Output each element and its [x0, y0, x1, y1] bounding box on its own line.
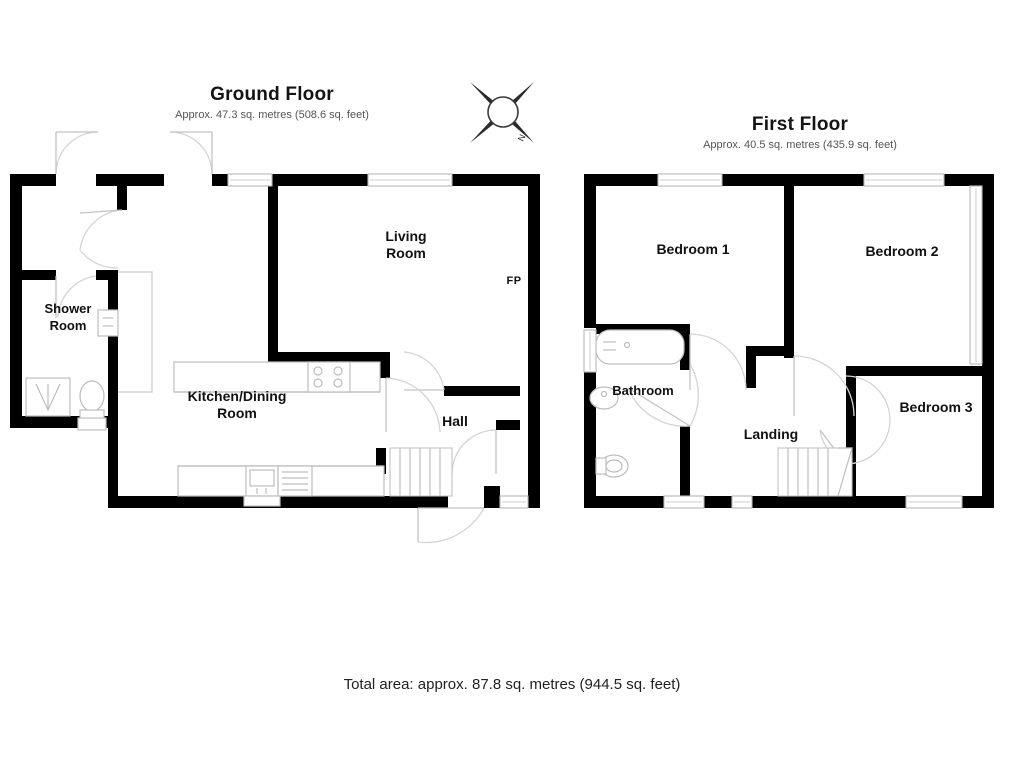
first-window-bedroom2-top	[863, 173, 945, 187]
first-window-bedroom2-right	[969, 185, 983, 365]
first-window-landing-bottom-a	[663, 495, 705, 509]
compass-north-label: N	[516, 133, 528, 143]
first-floor-subtitle: Approx. 40.5 sq. metres (435.9 sq. feet)	[703, 139, 897, 151]
ground-door-hall-lower	[451, 429, 497, 475]
ground-door-living-hall	[403, 351, 445, 391]
toilet-fixture-ground	[77, 380, 107, 431]
ground-floor-title: Ground Floor	[210, 84, 334, 105]
ground-floor-plan	[10, 131, 540, 544]
first-window-bedroom1-top	[657, 173, 723, 187]
ground-door-lobby	[79, 209, 123, 269]
total-area-text: Total area: approx. 87.8 sq. metres (944…	[343, 676, 681, 693]
compass-rose: N	[470, 82, 534, 143]
first-staircase	[777, 447, 853, 497]
ground-door-entry-left	[55, 131, 99, 175]
first-door-bathroom	[689, 333, 747, 391]
kitchen-drainer-fixture	[277, 465, 313, 497]
ground-door-shower-room	[55, 275, 97, 319]
basin-fixture-bathroom	[589, 386, 619, 410]
ground-floor-subtitle: Approx. 47.3 sq. metres (508.6 sq. feet)	[175, 109, 369, 121]
kitchen-hob-fixture	[307, 361, 351, 393]
kitchen-sink-fixture	[243, 465, 281, 507]
ground-floor-title-block: Ground Floor Approx. 47.3 sq. metres (50…	[72, 84, 472, 123]
first-window-bathroom-left	[583, 329, 597, 373]
first-floor-title-block: First Floor Approx. 40.5 sq. metres (435…	[655, 114, 945, 153]
ground-staircase	[389, 447, 453, 497]
ground-door-hall-kitchen	[385, 377, 441, 433]
toilet-fixture-bathroom	[595, 454, 629, 478]
shower-tray-fixture	[25, 377, 71, 417]
first-window-landing-bottom-b	[731, 495, 753, 509]
first-floor-title: First Floor	[751, 114, 849, 135]
ground-door-front-entrance	[417, 507, 485, 544]
first-floor-plan	[583, 173, 994, 509]
ground-door-entry-middle	[169, 131, 213, 175]
ground-window-living-left	[227, 173, 273, 187]
bathtub-fixture	[595, 329, 685, 365]
ground-window-living-right	[367, 173, 453, 187]
basin-fixture-ground	[97, 309, 119, 337]
first-window-bedroom3-bottom	[905, 495, 963, 509]
first-door-bedroom2	[793, 355, 855, 417]
first-door-bedroom1	[627, 363, 699, 427]
ground-window-hall-bottom	[499, 495, 529, 509]
